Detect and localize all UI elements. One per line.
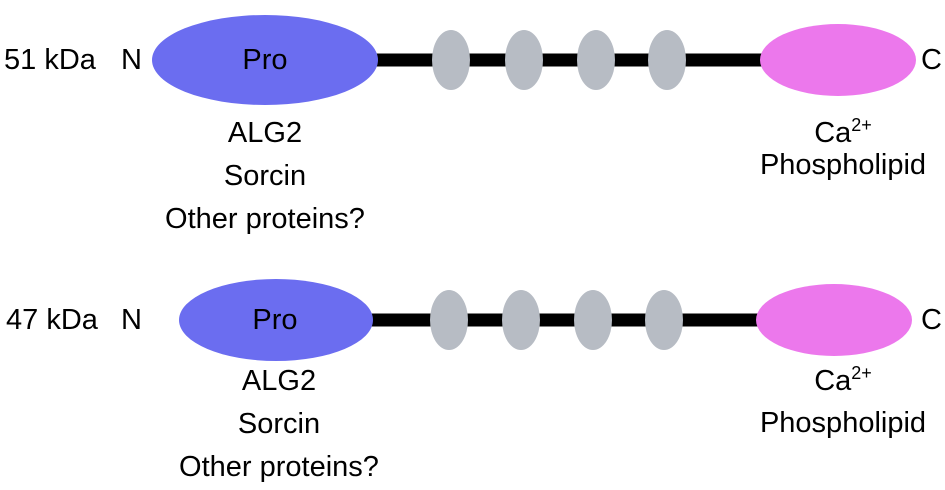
isoform-47kda-structure <box>179 279 912 361</box>
n-terminus-label: N <box>121 44 142 76</box>
pro-domain <box>179 279 373 361</box>
phospholipid-label: Phospholipid <box>759 407 927 439</box>
mass-label: 47 kDa <box>6 304 98 336</box>
pro-domain-label: Pro <box>252 304 298 336</box>
c-terminal-domain <box>760 24 916 96</box>
repeat-domain-1 <box>432 30 470 90</box>
n-binder-alg2: ALG2 <box>241 365 317 397</box>
n-binder-sorcin: Sorcin <box>237 408 321 440</box>
n-terminus-label: N <box>121 304 142 336</box>
c-terminus-label: C <box>921 304 942 336</box>
n-binder-alg2: ALG2 <box>227 117 303 149</box>
repeat-domain-4 <box>645 290 683 350</box>
c-terminus-label: C <box>921 44 942 76</box>
calcium-ion-label: Ca2+ <box>814 115 872 149</box>
mass-label: 51 kDa <box>4 44 96 76</box>
repeat-domain-2 <box>505 30 543 90</box>
repeat-domain-4 <box>648 30 686 90</box>
repeat-domain-3 <box>574 290 612 350</box>
c-terminal-domain <box>756 284 912 356</box>
repeat-domain-3 <box>577 30 615 90</box>
n-binder-other: Other proteins? <box>179 451 379 483</box>
calcium-ion-label: Ca2+ <box>814 363 872 397</box>
isoform-51kda-structure <box>152 15 916 105</box>
n-binder-other: Other proteins? <box>165 203 365 235</box>
n-binder-sorcin: Sorcin <box>223 160 307 192</box>
pro-domain <box>152 15 378 105</box>
repeat-domain-2 <box>502 290 540 350</box>
repeat-domain-1 <box>430 290 468 350</box>
phospholipid-label: Phospholipid <box>759 149 927 181</box>
pro-domain-label: Pro <box>242 44 288 76</box>
